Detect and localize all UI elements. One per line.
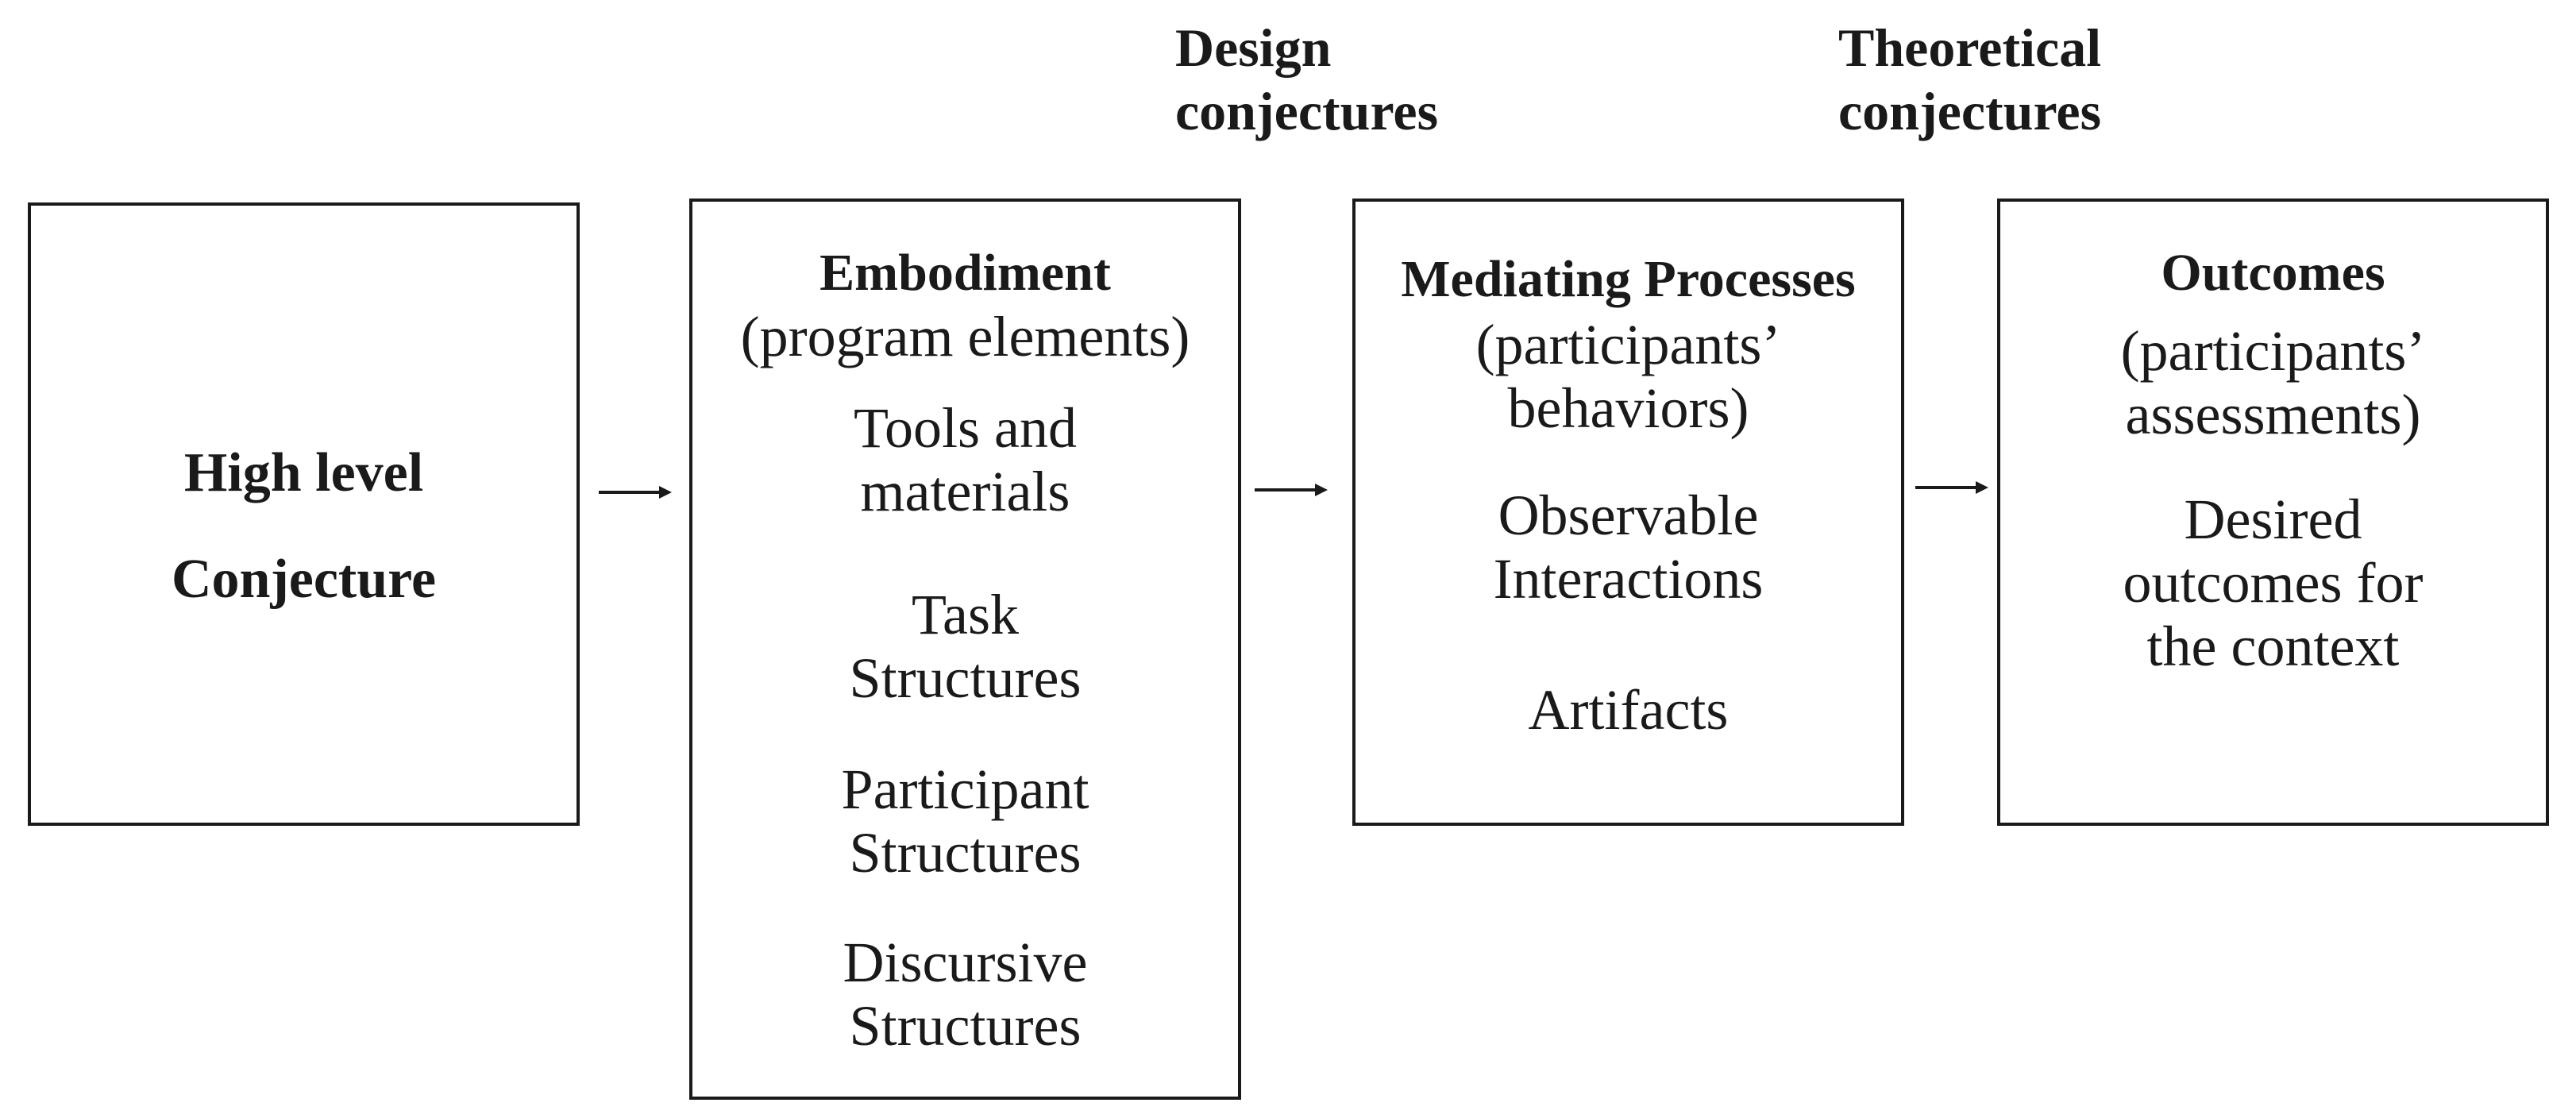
high-level-conjecture-box: High level Conjecture — [28, 202, 580, 826]
item-line: Participant — [841, 758, 1089, 821]
item-line: Observable — [1498, 484, 1759, 547]
mediating-processes-box: Mediating Processes (participants’ behav… — [1352, 199, 1904, 826]
item-line: materials — [860, 460, 1070, 523]
body-line: outcomes for — [2123, 551, 2424, 615]
theoretical-conjectures-label: Theoretical conjectures — [1838, 16, 2101, 143]
item-line: Structures — [849, 994, 1082, 1058]
conjecture-line: Conjecture — [171, 549, 437, 610]
mediating-subtitle: (participants’ behaviors) — [1355, 313, 1901, 440]
theoretical-label-line: Theoretical — [1838, 17, 2102, 78]
item-line: Structures — [849, 646, 1082, 710]
embodiment-item-task: Task Structures — [692, 583, 1238, 710]
outcomes-subtitle: (participants’ assessments) — [2000, 319, 2546, 446]
outcomes-body: Desired outcomes for the context — [2000, 488, 2546, 678]
item-line: Structures — [849, 821, 1082, 885]
subtitle-line: behaviors) — [1507, 376, 1749, 440]
subtitle-line: (participants’ — [2120, 319, 2426, 383]
embodiment-item-discursive: Discursive Structures — [692, 931, 1238, 1058]
item-line: Interactions — [1493, 547, 1764, 611]
arrow-right-icon — [1915, 481, 1988, 494]
design-label-line: conjectures — [1175, 81, 1439, 141]
embodiment-item-participant: Participant Structures — [692, 758, 1238, 885]
embodiment-title: Embodiment — [819, 244, 1111, 302]
body-line: the context — [2146, 615, 2400, 678]
mediating-item-artifacts: Artifacts — [1355, 678, 1901, 742]
theoretical-label-line: conjectures — [1838, 81, 2102, 141]
subtitle-line: assessments) — [2125, 383, 2421, 446]
embodiment-subtitle: (program elements) — [740, 305, 1190, 368]
design-conjectures-label: Design conjectures — [1175, 16, 1438, 143]
embodiment-box: Embodiment (program elements) Tools and … — [689, 199, 1241, 1100]
outcomes-title: Outcomes — [2161, 244, 2385, 302]
high-level-line: High level — [183, 442, 424, 503]
arrow-right-icon — [599, 486, 672, 499]
subtitle-line: (participants’ — [1475, 313, 1781, 376]
item-line: Artifacts — [1528, 678, 1729, 742]
design-label-line: Design — [1175, 17, 1332, 78]
embodiment-item-tools: Tools and materials — [692, 396, 1238, 523]
item-line: Discursive — [843, 931, 1088, 994]
item-line: Tools and — [854, 396, 1077, 460]
high-level-conjecture-text: High level Conjecture — [31, 420, 577, 633]
arrow-right-icon — [1255, 484, 1328, 496]
mediating-item-observable: Observable Interactions — [1355, 484, 1901, 611]
body-line: Desired — [2184, 488, 2362, 551]
mediating-title: Mediating Processes — [1401, 250, 1856, 308]
outcomes-box: Outcomes (participants’ assessments) Des… — [1997, 199, 2549, 826]
item-line: Task — [912, 583, 1019, 646]
